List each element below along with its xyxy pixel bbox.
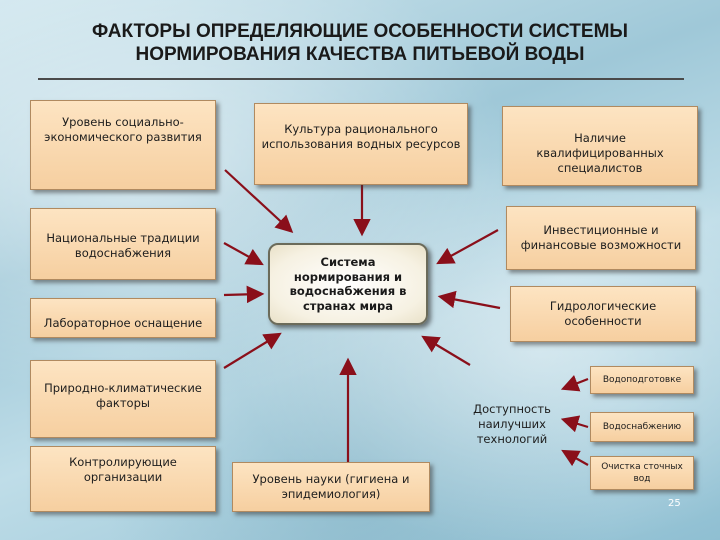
- central-system-node: Система нормирования и водоснабжения в с…: [268, 243, 428, 325]
- factor-investment-label: Инвестиционные и финансовые возможности: [520, 223, 682, 252]
- central-system-label: Система нормирования и водоснабжения в с…: [289, 255, 407, 313]
- factor-lab-equipment: Лабораторное оснащение: [30, 298, 216, 338]
- arrow-from-social-economic: [224, 169, 294, 233]
- factor-social-economic: Уровень социально-экономического развити…: [30, 100, 216, 190]
- arrow-from-climate: [223, 332, 282, 369]
- factor-social-economic-label: Уровень социально-экономического развити…: [44, 115, 202, 144]
- tech-item-wastewater: Очистка сточных вод: [590, 456, 694, 490]
- factor-hydrological-label: Гидрологические особенности: [549, 299, 657, 328]
- title-line-1: ФАКТОРЫ ОПРЕДЕЛЯЮЩИЕ ОСОБЕННОСТИ СИСТЕМЫ: [91, 21, 629, 42]
- title-line-2: НОРМИРОВАНИЯ КАЧЕСТВА ПИТЬЕВОЙ ВОДЫ: [135, 44, 585, 65]
- factor-control-orgs-label: Контролирующие организации: [69, 455, 177, 484]
- factor-water-culture: Культура рационального использования вод…: [254, 103, 468, 185]
- tech-item-wastewater-label: Очистка сточных вод: [601, 462, 683, 484]
- factor-national-traditions: Национальные традиции водоснабжения: [30, 208, 216, 280]
- tech-item-water-supply: Водоснабжению: [590, 412, 694, 442]
- factor-climate-label: Природно-климатические факторы: [44, 381, 202, 410]
- factor-climate: Природно-климатические факторы: [30, 360, 216, 438]
- factor-national-traditions-label: Национальные традиции водоснабжения: [46, 231, 200, 260]
- factor-specialists-label: Наличие квалифицированных специалистов: [536, 131, 664, 175]
- factor-lab-equipment-label: Лабораторное оснащение: [43, 316, 203, 330]
- factor-investment: Инвестиционные и финансовые возможности: [506, 206, 696, 270]
- page-number: 25: [668, 498, 681, 509]
- factor-water-culture-label: Культура рационального использования вод…: [261, 122, 461, 151]
- factor-science-label: Уровень науки (гигиена и эпидемиология): [252, 472, 410, 501]
- arrow-from-hydrological: [437, 290, 501, 310]
- tech-item-water-treatment: Водоподготовке: [590, 366, 694, 394]
- factor-technologies-label: Доступность наилучших технологий: [473, 402, 551, 446]
- arrow-from-water-supply: [560, 415, 589, 433]
- factor-specialists: Наличие квалифицированных специалистов: [502, 106, 698, 186]
- slide-title: ФАКТОРЫ ОПРЕДЕЛЯЮЩИЕ ОСОБЕННОСТИ СИСТЕМЫ…: [0, 20, 720, 66]
- factor-technologies: Доступность наилучших технологий: [470, 402, 554, 447]
- factor-control-orgs: Контролирующие организации: [30, 446, 216, 512]
- factor-science: Уровень науки (гигиена и эпидемиология): [232, 462, 430, 512]
- title-underline: [38, 78, 684, 80]
- arrow-from-water-treatment: [560, 374, 589, 392]
- arrow-from-technologies: [421, 335, 471, 366]
- arrow-from-national-traditions: [223, 242, 264, 266]
- factor-hydrological: Гидрологические особенности: [510, 286, 696, 342]
- tech-item-water-treatment-label: Водоподготовке: [602, 375, 682, 385]
- tech-item-water-supply-label: Водоснабжению: [602, 422, 682, 432]
- arrow-from-wastewater: [561, 449, 589, 467]
- arrow-from-lab-equipment: [223, 285, 265, 304]
- arrow-from-investment: [436, 229, 499, 265]
